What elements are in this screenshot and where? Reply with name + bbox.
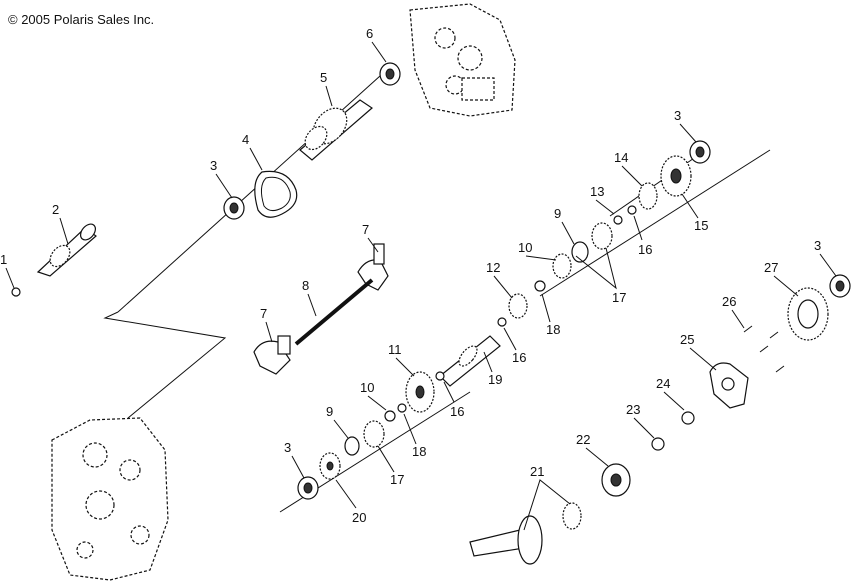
callout-16: 16 bbox=[638, 242, 652, 257]
part-13-washer bbox=[613, 215, 623, 225]
callout-14: 14 bbox=[614, 150, 628, 165]
part-7-shift-fork-upper bbox=[357, 243, 389, 291]
part-16-snap-ring-c bbox=[435, 371, 445, 381]
part-5-input-shaft-gear bbox=[299, 99, 373, 161]
part-16-snap-ring-b bbox=[497, 317, 507, 327]
callout-10b: 10 bbox=[360, 380, 374, 395]
callout-22: 22 bbox=[576, 432, 590, 447]
part-10-washer-upper bbox=[552, 253, 572, 279]
callout-13: 13 bbox=[590, 184, 604, 199]
part-3-bearing-lower-right bbox=[829, 274, 851, 298]
part-1-plug bbox=[11, 287, 21, 297]
part-6-bearing-top bbox=[379, 62, 401, 86]
part-26-bolts bbox=[743, 325, 785, 373]
reference-lines bbox=[103, 75, 771, 513]
part-17-gear-upper bbox=[591, 222, 613, 250]
callout-3: 3 bbox=[210, 158, 217, 173]
part-7-shift-fork-lower bbox=[253, 335, 291, 375]
callout-26: 26 bbox=[722, 294, 736, 309]
callout-4: 4 bbox=[242, 132, 249, 147]
callout-18b: 18 bbox=[412, 444, 426, 459]
part-3-bearing-lower-left bbox=[297, 476, 319, 500]
part-9-ring-lower bbox=[344, 436, 360, 456]
callout-6: 6 bbox=[366, 26, 373, 41]
leader-lines bbox=[5, 41, 837, 531]
copyright-notice: © 2005 Polaris Sales Inc. bbox=[8, 12, 154, 27]
callout-24: 24 bbox=[656, 376, 670, 391]
part-23-spacer bbox=[651, 437, 665, 451]
part-22-bearing bbox=[601, 463, 631, 497]
callout-7: 7 bbox=[362, 222, 369, 237]
part-27-ring-gear bbox=[787, 287, 829, 341]
part-25-bracket bbox=[709, 362, 749, 409]
callout-15: 15 bbox=[694, 218, 708, 233]
callout-7b: 7 bbox=[260, 306, 267, 321]
callout-20: 20 bbox=[352, 510, 366, 525]
part-24-seal bbox=[681, 411, 695, 425]
part-4-drive-chain bbox=[254, 170, 298, 218]
callout-18: 18 bbox=[546, 322, 560, 337]
callout-17b: 17 bbox=[390, 472, 404, 487]
callout-9b: 9 bbox=[326, 404, 333, 419]
gearcase-housing-top bbox=[409, 3, 516, 117]
part-17-gear-lower bbox=[363, 420, 385, 448]
callout-16c: 16 bbox=[450, 404, 464, 419]
part-18-washer-lower bbox=[397, 403, 407, 413]
part-14-gear bbox=[638, 182, 658, 210]
part-20-gear bbox=[319, 452, 341, 480]
callout-8: 8 bbox=[302, 278, 309, 293]
callout-27: 27 bbox=[764, 260, 778, 275]
part-12-gear bbox=[508, 293, 528, 319]
part-15-gear bbox=[660, 155, 692, 197]
callout-11: 11 bbox=[388, 342, 402, 357]
callout-16b: 16 bbox=[512, 350, 526, 365]
callout-3d: 3 bbox=[284, 440, 291, 455]
callout-12: 12 bbox=[486, 260, 500, 275]
part-18-washer-upper bbox=[534, 280, 546, 292]
part-2-shift-shaft bbox=[36, 223, 97, 277]
part-3-bearing-upper-left bbox=[223, 196, 245, 220]
callout-2: 2 bbox=[52, 202, 59, 217]
callout-3c: 3 bbox=[814, 238, 821, 253]
callout-23: 23 bbox=[626, 402, 640, 417]
part-10-washer-lower bbox=[384, 410, 396, 422]
callout-21: 21 bbox=[530, 464, 544, 479]
callout-1: 1 bbox=[0, 252, 7, 267]
part-16-snap-ring-a bbox=[627, 205, 637, 215]
part-8-shift-rail bbox=[294, 278, 374, 346]
callout-17: 17 bbox=[612, 290, 626, 305]
callout-25: 25 bbox=[680, 332, 694, 347]
gearcase-housing-bottom bbox=[51, 417, 169, 581]
part-21-pinion-shaft bbox=[469, 502, 582, 565]
callout-labels: 1 2 3 4 5 6 3 7 8 7 3 14 13 15 9 16 10 1… bbox=[0, 26, 821, 525]
part-9-ring-upper bbox=[571, 241, 589, 263]
callout-5: 5 bbox=[320, 70, 327, 85]
callout-9: 9 bbox=[554, 206, 561, 221]
part-3-bearing-upper-right bbox=[689, 140, 711, 164]
callout-3b: 3 bbox=[674, 108, 681, 123]
callout-19: 19 bbox=[488, 372, 502, 387]
callout-10: 10 bbox=[518, 240, 532, 255]
part-19-output-shaft bbox=[439, 335, 501, 387]
part-11-gear bbox=[405, 371, 435, 413]
